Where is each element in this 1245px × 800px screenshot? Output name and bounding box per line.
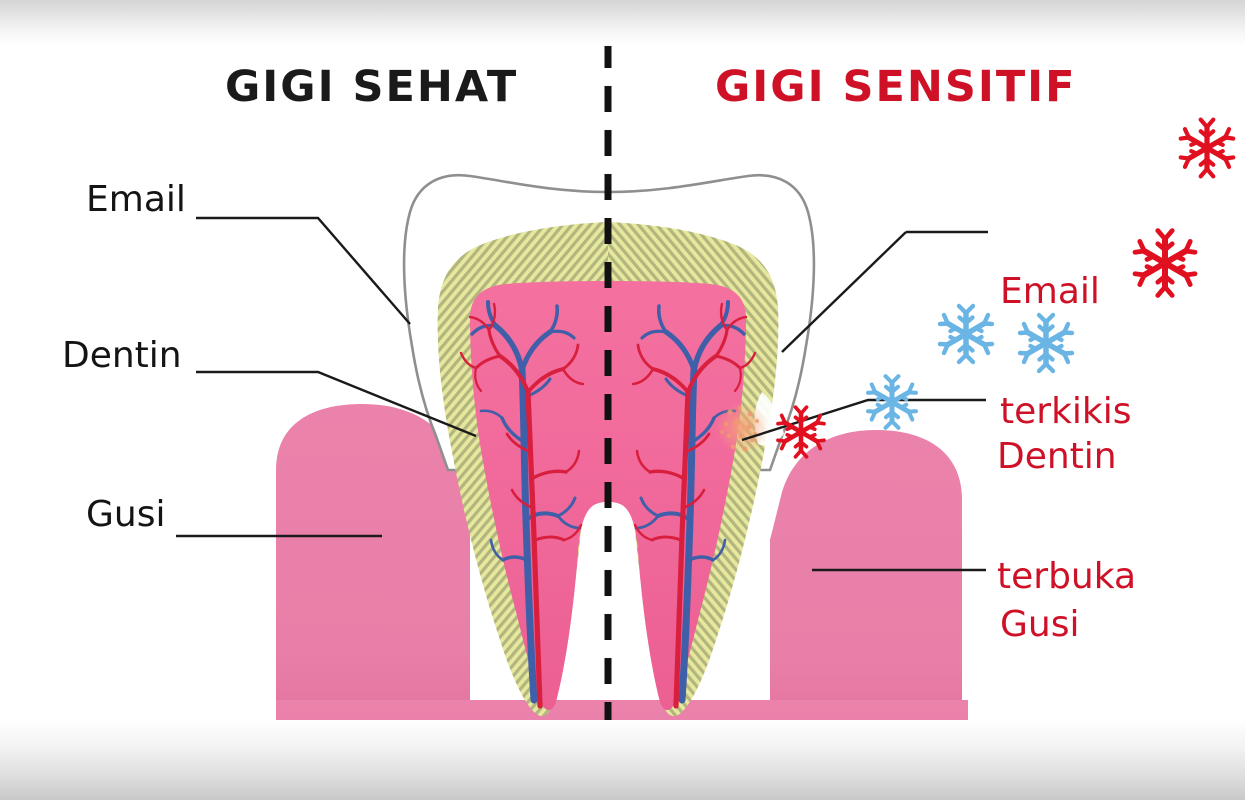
- leader-dentin: [196, 370, 477, 438]
- leader-email: [196, 216, 411, 325]
- gum-healthy: [276, 404, 470, 760]
- blood-vessels-left: [459, 300, 585, 709]
- exposed-dentin-tubules: [716, 402, 768, 454]
- snow-red-far-top-icon: [1178, 117, 1236, 179]
- gum-base-band: [276, 700, 968, 776]
- leader-dentin-terbuka: [741, 398, 986, 442]
- snow-blue-left-icon: [937, 303, 995, 365]
- label-dentin-terbuka: Dentin terbuka: [997, 357, 1136, 677]
- label-gusi-menurun-line1: Gusi: [1000, 604, 1080, 645]
- gum-receded: [770, 430, 962, 760]
- snow-red-near-text-icon: [1132, 228, 1198, 298]
- snowflake-group: [776, 117, 1236, 459]
- label-gusi-menurun: Gusi menurun: [1000, 525, 1163, 800]
- snow-blue-right-icon: [1017, 312, 1075, 374]
- page-title-sensitive: GIGI SENSITIF: [715, 62, 1077, 112]
- label-gusi-menurun-line2: menurun: [1000, 724, 1164, 765]
- snow-blue-lower-icon: [866, 374, 918, 430]
- label-dentin: Dentin: [62, 335, 182, 376]
- leader-email-terkikis-b: [781, 231, 907, 353]
- label-email-terkikis: Email terkikis: [1000, 192, 1132, 512]
- label-email: Email: [86, 179, 186, 220]
- label-dentin-terbuka-line2: terbuka: [997, 556, 1137, 597]
- label-email-terkikis-line2: terkikis: [1000, 391, 1132, 432]
- artery-right: [631, 302, 757, 709]
- leader-lines: [176, 216, 988, 572]
- page-title-healthy: GIGI SEHAT: [225, 62, 519, 112]
- label-gusi: Gusi: [86, 494, 166, 535]
- artery-left: [459, 302, 585, 709]
- label-email-terkikis-line1: Email: [1000, 271, 1100, 312]
- snow-red-gumline-icon: [776, 405, 826, 459]
- label-dentin-terbuka-line1: Dentin: [997, 436, 1117, 477]
